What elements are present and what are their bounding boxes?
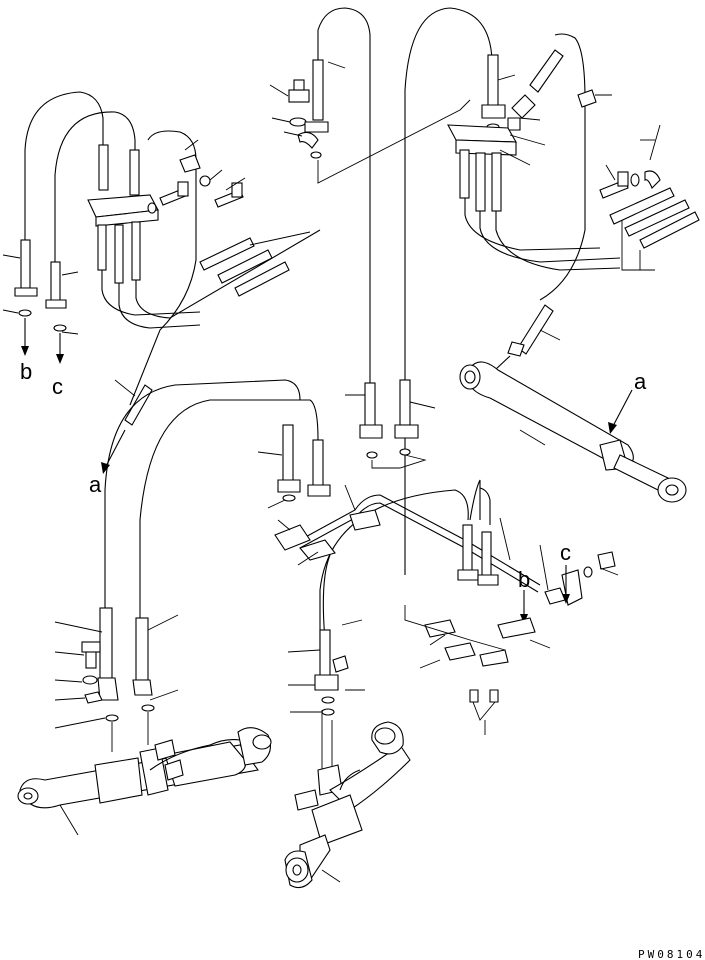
connection-label-b-left: b [20, 359, 32, 384]
center-hydraulic-cylinder [284, 619, 411, 889]
connection-label-c-left: c [52, 374, 63, 399]
drawing-code: PW08104 [638, 948, 705, 960]
center-piping [104, 379, 619, 735]
top-left-hose-assembly [2, 91, 321, 474]
left-hydraulic-cylinder [17, 607, 272, 836]
connection-label-a-left: a [89, 472, 102, 497]
top-right-hose-assembly [269, 7, 700, 575]
connection-label-a-right: a [634, 369, 647, 394]
connection-label-c-right: c [560, 540, 571, 565]
right-hydraulic-cylinder [459, 304, 687, 503]
connection-label-b-right: b [518, 567, 530, 592]
